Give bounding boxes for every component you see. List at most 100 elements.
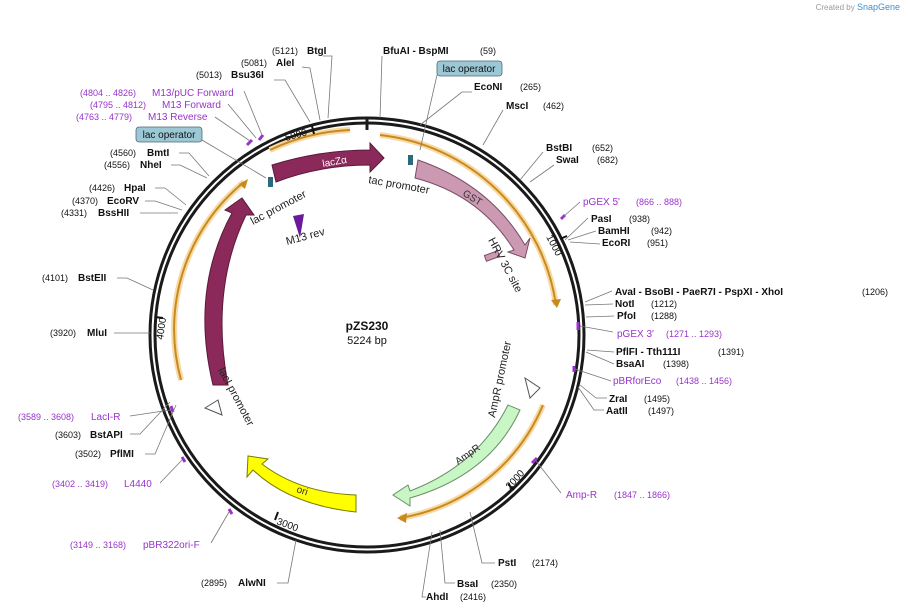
lac-operator-box	[268, 177, 273, 187]
site-bsshii-pos: (4331)	[61, 208, 87, 218]
primer-m13r-range: (4763 .. 4779)	[76, 112, 132, 122]
lacI-feature[interactable]	[204, 197, 255, 386]
site-alei-name: AleI	[276, 58, 295, 69]
orf-arc-1-head	[551, 299, 561, 308]
primer-mark-m13-b	[257, 134, 265, 141]
leader-bstapi	[130, 401, 171, 435]
site-noti-pos: (1212)	[651, 299, 677, 309]
lac-operator-label-top: lac operator	[443, 64, 496, 75]
primer-pgex5-range: (866 .. 888)	[636, 197, 682, 207]
leader-lines	[114, 55, 615, 598]
site-bstbi-name: BstBI	[546, 143, 572, 154]
plasmid-length: 5224 bp	[347, 335, 387, 347]
site-ahdi-name: AhdI	[426, 592, 448, 603]
site-bmti-name: BmtI	[147, 148, 169, 159]
m13-rev-label: M13 rev	[285, 226, 327, 248]
site-avai-pos: (1206)	[862, 287, 888, 297]
leader-zrai	[579, 384, 607, 399]
primer-m13f-name: M13 Forward	[162, 100, 221, 111]
AmpR-feature[interactable]	[392, 404, 521, 507]
site-bsai-name: BsaI	[457, 579, 478, 590]
leader-primer-m13r	[214, 116, 251, 142]
leader-primer-pgex5	[562, 201, 581, 218]
GST-feature[interactable]	[414, 159, 531, 259]
site-bfuai-name: BfuAI - BspMI	[383, 46, 449, 57]
site-btgi-pos: (5121)	[272, 46, 298, 56]
primer-pbr322-name: pBR322ori-F	[143, 540, 200, 551]
site-psti-name: PstI	[498, 558, 517, 569]
site-econi-name: EcoNI	[474, 82, 503, 93]
site-msci-name: MscI	[506, 101, 528, 112]
leader-primer-pgex3	[579, 325, 614, 333]
orf-arc-2	[399, 404, 544, 519]
lacZa-feature[interactable]	[271, 141, 385, 183]
site-bstapi-name: BstAPI	[90, 430, 123, 441]
site-zrai-name: ZraI	[609, 394, 628, 405]
primer-l4440-range: (3402 .. 3419)	[52, 479, 108, 489]
site-noti-name: NotI	[615, 299, 635, 310]
lacI-label: lacI	[195, 283, 208, 300]
hrv-site-box	[483, 250, 501, 262]
leader-ecorv	[145, 200, 183, 211]
leader-bsaai	[585, 351, 615, 365]
site-bsaai-pos: (1398)	[663, 359, 689, 369]
primer-m13f-range: (4795 .. 4812)	[90, 100, 146, 110]
site-aatii-name: AatII	[606, 406, 628, 417]
orf-arc-3-head	[239, 179, 248, 189]
site-hpai-name: HpaI	[124, 183, 146, 194]
leader-psti	[469, 511, 495, 564]
site-bsu36i-name: Bsu36I	[231, 70, 264, 81]
site-msci-pos: (462)	[543, 101, 564, 111]
ori-feature[interactable]	[246, 455, 357, 513]
site-aatii-pos: (1497)	[648, 406, 674, 416]
primer-m13puc-range: (4804 .. 4826)	[80, 88, 136, 98]
leader-pasi	[564, 217, 589, 241]
orf-arc-3	[173, 181, 245, 381]
primer-ampr-name: Amp-R	[566, 490, 597, 501]
leader-operator-2	[201, 139, 267, 179]
primer-m13puc-name: M13/pUC Forward	[152, 88, 234, 99]
orf-arc-2-head	[397, 513, 407, 523]
site-bsai-pos: (2350)	[491, 579, 517, 589]
site-pflmi-name: PflMI	[110, 449, 134, 460]
primer-pbr-name: pBRforEco	[613, 376, 662, 387]
primer-lacir-name: LacI-R	[91, 412, 120, 423]
tick-label-4000: 4000	[155, 316, 169, 340]
orf-arc-1	[379, 134, 557, 306]
primer-l4440-name: L4440	[124, 479, 152, 490]
leader-avai	[584, 290, 613, 303]
site-psti-pos: (2174)	[532, 558, 558, 568]
site-mlui-pos: (3920)	[50, 328, 76, 338]
site-btgi-name: BtgI	[307, 46, 327, 57]
leader-btgi	[323, 55, 333, 119]
leader-hpai	[155, 187, 187, 206]
leader-bmti	[179, 152, 210, 177]
plasmid-name: pZS230	[346, 319, 389, 333]
m13-rev-arrow	[293, 214, 304, 238]
tick-mark-3000	[274, 511, 279, 521]
site-swai-name: SwaI	[556, 155, 579, 166]
credit: Created by SnapGene	[816, 2, 900, 12]
laci-promoter-label: lacI promoter	[215, 366, 256, 429]
tick-mark-2000	[507, 483, 515, 491]
site-bsteii-name: BstEII	[78, 273, 107, 284]
leader-primer-m13puc	[243, 90, 263, 136]
leader-bsteii	[117, 277, 154, 291]
site-alwni-name: AlwNI	[238, 578, 266, 589]
leader-operator-1	[419, 74, 438, 151]
leader-ahdi	[421, 531, 433, 598]
orf-arc-1-glow	[379, 132, 559, 306]
primer-marks	[169, 134, 580, 515]
site-mlui-name: MluI	[87, 328, 107, 339]
leader-primer-m13f	[227, 103, 257, 139]
site-ecori-name: EcoRI	[602, 238, 631, 249]
site-ecorv-name: EcoRV	[107, 196, 139, 207]
leader-primer-pbr	[574, 368, 612, 382]
site-zrai-pos: (1495)	[644, 394, 670, 404]
site-bfuai-pos: (59)	[480, 46, 496, 56]
site-pasi-pos: (938)	[629, 214, 650, 224]
laci-promoter-arrow	[203, 399, 223, 416]
primer-pgex5-name: pGEX 5'	[583, 197, 620, 208]
site-bsu36i-pos: (5013)	[196, 70, 222, 80]
